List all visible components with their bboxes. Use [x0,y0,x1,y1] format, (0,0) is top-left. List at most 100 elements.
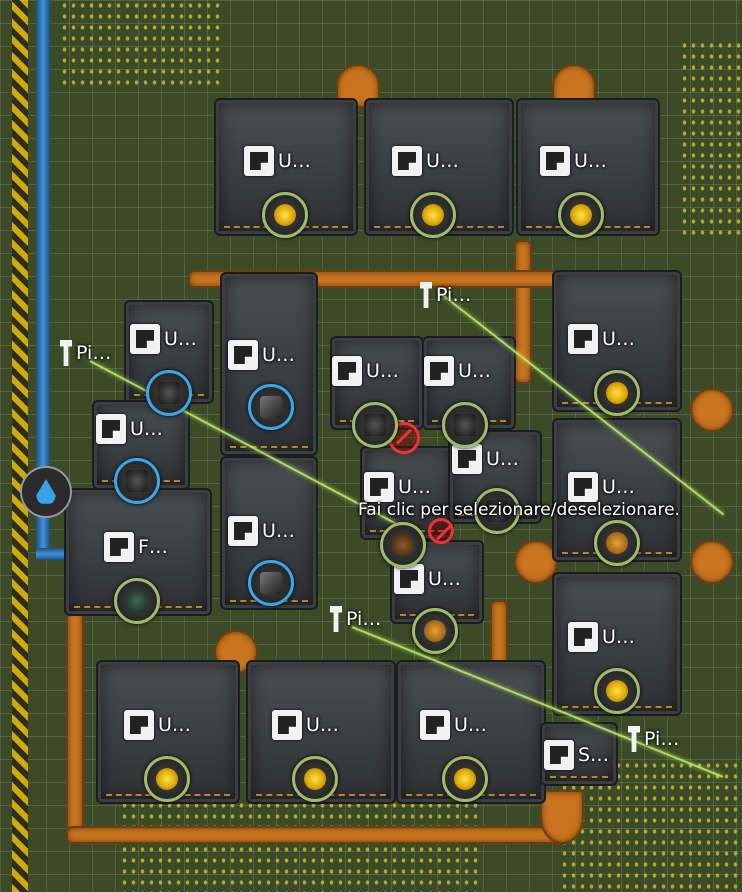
gold-ore-icon [606,382,628,404]
coal-icon [364,414,386,436]
machine-label: U… [228,340,295,370]
assembler-icon [568,324,598,354]
assembler-icon [420,710,450,740]
machine-label: U… [394,564,461,594]
assembler-icon [244,146,274,176]
recipe-badge [380,522,426,568]
water-pipe [36,0,50,560]
gold-ore-icon [570,204,592,226]
recipe-badge [410,192,456,238]
coal-icon [158,382,180,404]
amber-icon [424,620,446,642]
pipe [514,540,558,584]
crusher-icon [130,324,160,354]
grinder-icon [332,356,362,386]
recipe-badge [594,520,640,566]
flowers-decor [60,0,220,90]
power-pole[interactable]: Pi… [60,340,111,366]
compressor-icon [228,340,258,370]
power-pole-icon [60,340,72,366]
pipe [540,790,584,844]
coal-icon [486,500,508,522]
assembler-icon [568,622,598,652]
machine-label: F… [104,532,168,562]
water-source[interactable] [20,466,72,518]
building-icon [272,710,302,740]
assembler-icon [124,710,154,740]
ore-icon [392,534,414,556]
pipe [690,388,734,432]
machine-label: U… [568,622,635,652]
recipe-badge [114,458,160,504]
recipe-badge [442,756,488,802]
machine-label: U… [540,146,607,176]
machine-label: U… [568,324,635,354]
green-ore-icon [126,590,148,612]
recipe-badge [248,384,294,430]
gold-ore-icon [156,768,178,790]
storage-icon [544,740,574,770]
machine-label: U… [96,414,163,444]
furnace-icon [104,532,134,562]
coal-icon [454,414,476,436]
no-power-icon [428,518,454,544]
machine-label: U… [272,710,339,740]
hazard-stripe [12,0,28,892]
cube-icon [260,572,282,594]
compressor-icon [228,516,258,546]
pipe [690,540,734,584]
crusher-icon [96,414,126,444]
pipe [66,826,570,844]
machine-label: U… [228,516,295,546]
flowers-decor [680,40,742,240]
assembler-icon [540,146,570,176]
recipe-badge [594,370,640,416]
machine-label: U… [364,472,431,502]
recipe-badge [594,668,640,714]
gold-ore-icon [304,768,326,790]
power-pole-icon [420,282,432,308]
water-drop-icon [36,479,56,504]
gold-ore-icon [422,204,444,226]
selection-tooltip: Fai clic per selezionare/deselezionare. [358,500,680,520]
recipe-badge [352,402,398,448]
recipe-badge [412,608,458,654]
grinder-icon [394,564,424,594]
coal-icon [126,470,148,492]
power-pole-icon [330,606,342,632]
machine-label: U… [424,356,491,386]
crusher-icon [424,356,454,386]
recipe-badge [442,402,488,448]
machine-label: U… [392,146,459,176]
power-pole[interactable]: Pi… [420,282,471,308]
machine-label: U… [130,324,197,354]
recipe-badge [292,756,338,802]
machine-label: U… [568,472,635,502]
recipe-badge [144,756,190,802]
building-icon [392,146,422,176]
crusher-icon [452,444,482,474]
power-pole[interactable]: Pi… [628,726,679,752]
power-pole[interactable]: Pi… [330,606,381,632]
recipe-badge [262,192,308,238]
gold-ore-icon [274,204,296,226]
recipe-badge [248,560,294,606]
cube-icon [260,396,282,418]
power-pole-icon [628,726,640,752]
gold-ore-icon [606,680,628,702]
pipe [66,610,84,844]
recipe-badge [474,488,520,534]
machine-label: U… [124,710,191,740]
grinder-icon [364,472,394,502]
machine-label: U… [332,356,399,386]
machine-label: U… [244,146,311,176]
flowers-decor [120,800,480,892]
machine-label: U… [420,710,487,740]
building-icon [568,472,598,502]
recipe-badge [146,370,192,416]
machine-label: U… [452,444,519,474]
gold-ore-icon [454,768,476,790]
recipe-badge [114,578,160,624]
recipe-badge [558,192,604,238]
amber-icon [606,532,628,554]
